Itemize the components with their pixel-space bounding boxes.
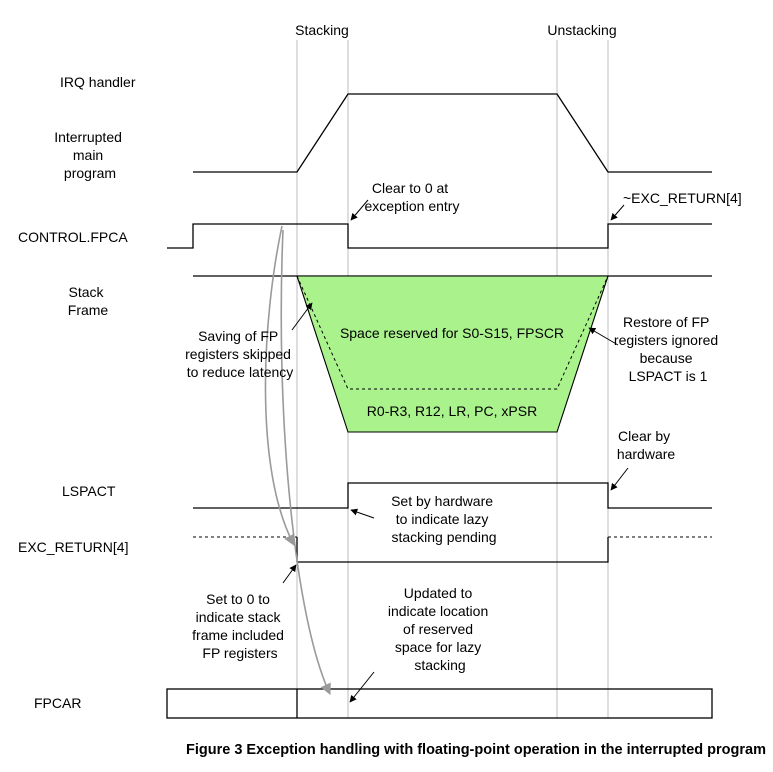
clear-by-hw-note: Clear by hardware <box>617 428 676 462</box>
figure-caption: Figure 3 Exception handling with floatin… <box>186 742 766 758</box>
fpca-to-exc-return-curve <box>264 225 295 546</box>
control-fpca-waveform <box>167 223 712 249</box>
clear-fpca-note: Clear to 0 at exception entry <box>365 180 460 214</box>
set-to-zero-note: Set to 0 to indicate stack frame include… <box>192 591 288 661</box>
irq-main-waveform <box>193 93 712 173</box>
irq-handler-label: IRQ handler <box>60 74 136 90</box>
fpcar-box <box>166 688 713 719</box>
stack-frame-label: Stack Frame <box>68 284 109 318</box>
restore-ignored-note: Restore of FP registers ignored because … <box>614 314 722 384</box>
reserved-space-outline <box>296 275 609 390</box>
saving-skipped-arrow <box>291 302 313 331</box>
interrupted-main-label: Interrupted main program <box>54 129 126 181</box>
unstacking-label: Unstacking <box>547 22 616 38</box>
set-by-hw-note: Set by hardware to indicate lazy stackin… <box>391 493 497 545</box>
not-exc-return-note: ~EXC_RETURN[4] <box>623 190 742 206</box>
not-exc-return-arrow <box>610 204 625 221</box>
updated-fpcar-arrow <box>349 671 375 703</box>
restore-ignored-arrow <box>588 327 619 346</box>
stacking-label: Stacking <box>295 22 349 38</box>
reserved-space-text: Space reserved for S0-S15, FPSCR <box>340 325 564 341</box>
lspact-waveform <box>193 482 712 509</box>
control-fpca-label: CONTROL.FPCA <box>18 229 128 245</box>
set-to-zero-arrow <box>282 564 297 584</box>
set-by-hw-arrow <box>350 508 375 519</box>
clear-fpca-arrow <box>350 199 369 221</box>
updated-fpcar-note: Updated to indicate location of reserved… <box>388 585 492 673</box>
fpca-to-fpcar-curve <box>280 229 331 696</box>
stack-frame-shape <box>296 275 609 433</box>
lspact-label: LSPACT <box>62 483 116 499</box>
exc-return-label: EXC_RETURN[4] <box>18 539 128 555</box>
saving-skipped-note: Saving of FP registers skipped to reduce… <box>185 328 295 380</box>
registers-text: R0-R3, R12, LR, PC, xPSR <box>367 403 537 419</box>
exc-return-waveform <box>296 537 609 563</box>
fpcar-label: FPCAR <box>34 695 81 711</box>
clear-by-hw-arrow <box>610 467 629 491</box>
